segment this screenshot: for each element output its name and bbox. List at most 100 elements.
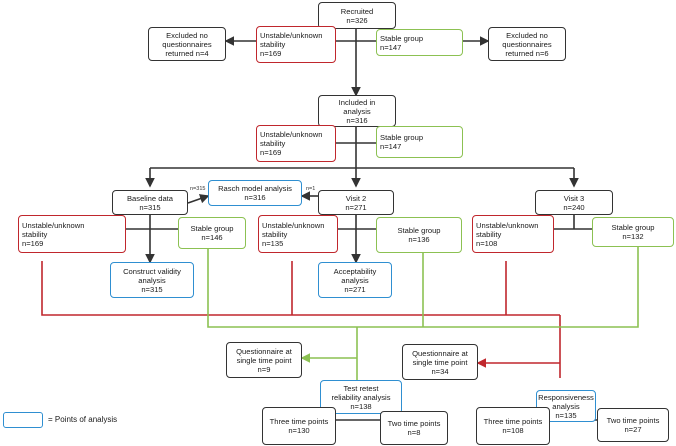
rasch-l2: n=316 (244, 193, 266, 202)
single-right-l3: n=34 (431, 366, 449, 376)
stable-baseline-box: Stable group n=146 (178, 217, 246, 249)
responsiveness-l2: analysis (552, 401, 580, 411)
three-right-l2: n=108 (502, 426, 524, 435)
single-left-l1: Questionnaire at (236, 346, 292, 356)
stable-mid-box: Stable group n=147 (376, 126, 463, 158)
two-left-l2: n=8 (407, 428, 421, 437)
included-l1: Included in (338, 97, 376, 107)
unstable-baseline-l3: n=169 (22, 238, 44, 248)
recruited-count: n=326 (346, 15, 368, 25)
unstable-visit3-l2: stability (476, 229, 502, 239)
unstable-visit3-box: Unstable/unknown stability n=108 (472, 215, 554, 253)
included-box: Included in analysis n=316 (318, 95, 396, 127)
rasch-box: Rasch model analysis n=316 (208, 180, 302, 206)
test-retest-l1: Test retest (343, 383, 379, 393)
rasch-input-left-label: n=315 (190, 186, 206, 192)
single-left-l3: n=9 (257, 364, 271, 374)
construct-l3: n=315 (141, 284, 163, 294)
baseline-box: Baseline data n=315 (112, 190, 188, 215)
excluded-right-l1: Excluded no (506, 30, 548, 40)
excluded-left-box: Excluded no questionnaires returned n=4 (148, 27, 226, 61)
single-left-l2: single time point (236, 355, 292, 365)
stable-mid-l1: Stable group (380, 133, 424, 142)
excluded-right-l2: questionnaires (502, 39, 552, 49)
unstable-baseline-l2: stability (22, 229, 48, 239)
single-timepoint-right-box: Questionnaire at single time point n=34 (402, 344, 478, 380)
three-timepoints-right-box: Three time points n=108 (476, 407, 550, 445)
visit2-l1: Visit 2 (345, 193, 367, 203)
unstable-visit2-l2: stability (262, 229, 288, 239)
visit3-box: Visit 3 n=240 (535, 190, 613, 215)
construct-l1: Construct validity (123, 266, 181, 276)
visit2-l2: n=271 (345, 202, 367, 212)
included-l2: analysis (343, 106, 371, 116)
stable-visit2-box: Stable group n=136 (376, 217, 462, 253)
visit2-box: Visit 2 n=271 (318, 190, 394, 215)
unstable-baseline-box: Unstable/unknown stability n=169 (18, 215, 126, 253)
excluded-right-box: Excluded no questionnaires returned n=6 (488, 27, 566, 61)
baseline-l1: Baseline data (126, 193, 174, 203)
stable-visit3-l1: Stable group (611, 223, 655, 232)
included-l3: n=316 (346, 115, 368, 125)
three-right-l1: Three time points (483, 417, 543, 426)
single-right-l2: single time point (412, 357, 468, 367)
stable-top-l1: Stable group (380, 33, 424, 43)
two-left-l1: Two time points (387, 419, 441, 428)
legend-swatch (3, 412, 43, 428)
unstable-mid-box: Unstable/unknown stability n=169 (256, 125, 336, 162)
unstable-visit2-l3: n=135 (262, 238, 284, 248)
test-retest-l2: reliability analysis (331, 392, 391, 402)
excluded-left-l1: Excluded no (166, 30, 208, 40)
construct-l2: analysis (138, 275, 166, 285)
construct-validity-box: Construct validity analysis n=315 (110, 262, 194, 298)
visit3-l1: Visit 3 (563, 193, 585, 203)
three-left-l2: n=130 (288, 426, 310, 435)
visit3-l2: n=240 (563, 202, 585, 212)
two-timepoints-left-box: Two time points n=8 (380, 411, 448, 445)
three-timepoints-left-box: Three time points n=130 (262, 407, 336, 445)
responsiveness-box: Responsiveness analysis n=135 (536, 390, 596, 422)
unstable-visit3-l1: Unstable/unknown (476, 220, 539, 230)
two-right-l2: n=27 (624, 425, 642, 434)
rasch-input-right-label: n=1 (306, 186, 316, 192)
unstable-visit2-l1: Unstable/unknown (262, 220, 325, 230)
stable-top-box: Stable group n=147 (376, 29, 463, 56)
three-left-l1: Three time points (269, 417, 329, 426)
rasch-l1: Rasch model analysis (218, 184, 292, 193)
responsiveness-l1: Responsiveness (538, 392, 594, 402)
excluded-right-l3: returned n=6 (505, 48, 549, 58)
stable-visit2-l1: Stable group (397, 226, 441, 235)
recruited-title: Recruited (340, 6, 374, 16)
stable-visit3-box: Stable group n=132 (592, 217, 674, 247)
acceptability-l2: analysis (341, 275, 369, 285)
responsiveness-l3: n=135 (555, 410, 577, 420)
unstable-mid-l1: Unstable/unknown (260, 130, 323, 139)
stable-baseline-l1: Stable group (190, 224, 234, 233)
baseline-l2: n=315 (139, 202, 161, 212)
unstable-top-l3: n=169 (260, 49, 282, 58)
test-retest-l3: n=138 (350, 401, 372, 411)
acceptability-l3: n=271 (344, 284, 366, 294)
unstable-visit2-box: Unstable/unknown stability n=135 (258, 215, 338, 253)
stable-visit3-l2: n=132 (622, 232, 644, 241)
excluded-left-l3: returned n=4 (165, 48, 209, 58)
acceptability-l1: Acceptability (333, 266, 377, 276)
legend-text: = Points of analysis (48, 415, 118, 424)
unstable-mid-l3: n=169 (260, 148, 282, 157)
stable-mid-l2: n=147 (380, 142, 402, 151)
unstable-mid-l2: stability (260, 139, 286, 148)
stable-baseline-l2: n=146 (201, 233, 223, 242)
stable-top-l2: n=147 (380, 42, 402, 52)
single-right-l1: Questionnaire at (412, 348, 468, 358)
unstable-visit3-l3: n=108 (476, 238, 498, 248)
excluded-left-l2: questionnaires (162, 39, 212, 49)
unstable-baseline-l1: Unstable/unknown (22, 220, 85, 230)
acceptability-box: Acceptability analysis n=271 (318, 262, 392, 298)
stable-visit2-l2: n=136 (408, 235, 430, 244)
unstable-top-box: Unstable/unknown stability n=169 (256, 26, 336, 63)
single-timepoint-left-box: Questionnaire at single time point n=9 (226, 342, 302, 378)
recruited-box: Recruited n=326 (318, 2, 396, 29)
unstable-top-l1: Unstable/unknown (260, 31, 323, 40)
two-right-l1: Two time points (606, 416, 660, 425)
